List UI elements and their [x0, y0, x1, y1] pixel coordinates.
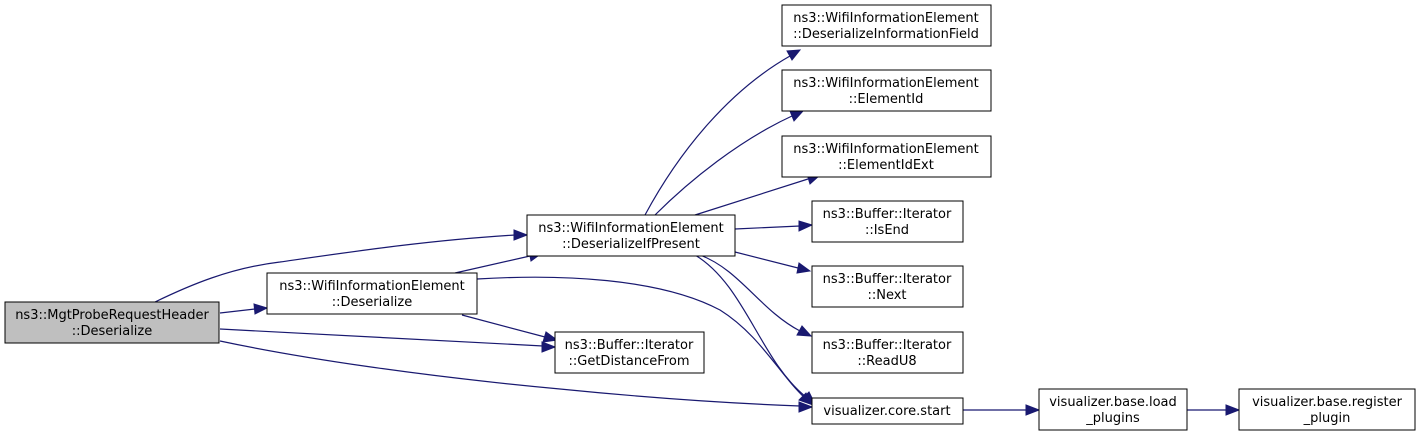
node-label-line1: ns3::WifiInformationElement	[793, 76, 979, 91]
node-label-line2: ::Deserialize	[72, 324, 153, 339]
node-visualizer-base-register-plugin[interactable]: visualizer.base.register _plugin	[1238, 388, 1416, 431]
node-label-line1: ns3::Buffer::Iterator	[823, 338, 952, 353]
node-label-line1: ns3::Buffer::Iterator	[823, 272, 952, 287]
edge-arrowhead	[786, 49, 802, 61]
edge-if-present-to-element-id-ext	[694, 178, 809, 216]
node-wifi-ie-element-id-ext[interactable]: ns3::WifiInformationElement ::ElementIdE…	[781, 135, 992, 178]
node-label-line1: ns3::WifiInformationElement	[279, 279, 465, 294]
edge-arrowhead	[796, 325, 813, 337]
node-wifi-ie-deserialize-if-present[interactable]: ns3::WifiInformationElement ::Deserializ…	[526, 214, 736, 257]
node-wifi-ie-deserialize[interactable]: ns3::WifiInformationElement ::Deserializ…	[266, 272, 478, 315]
nodes: ns3::MgtProbeRequestHeader ::Deserialize…	[4, 4, 1416, 431]
node-buffer-iterator-is-end[interactable]: ns3::Buffer::Iterator ::IsEnd	[811, 200, 964, 243]
node-label-line2: ::ReadU8	[857, 354, 916, 369]
edge-deserialize-to-visualizer-start	[476, 276, 806, 399]
edge-deserialize-to-deserialize-if-present	[454, 255, 531, 274]
edge-arrowhead	[513, 229, 529, 241]
node-label-line1: ns3::WifiInformationElement	[793, 11, 979, 26]
node-label-line2: ::DeserializeInformationField	[793, 27, 979, 42]
edge-deserialize-to-get-distance	[461, 314, 546, 338]
edge-arrowhead	[798, 401, 814, 413]
edge-if-present-to-read-u8	[699, 254, 801, 332]
node-buffer-iterator-next[interactable]: ns3::Buffer::Iterator ::Next	[811, 265, 964, 308]
edge-arrowhead	[542, 331, 559, 343]
node-label-line1: visualizer.base.register	[1252, 395, 1403, 410]
node-label-line2: _plugin	[1303, 411, 1351, 426]
edge-arrowhead	[1025, 404, 1041, 416]
edge-root-to-deserialize	[219, 308, 256, 314]
node-label-line1: ns3::MgtProbeRequestHeader	[15, 308, 209, 323]
node-label-line2: ::ElementId	[849, 92, 924, 107]
node-wifi-ie-deserialize-information-field[interactable]: ns3::WifiInformationElement ::Deserializ…	[781, 4, 992, 47]
node-label-line1: visualizer.base.load	[1049, 395, 1177, 410]
edge-arrowhead	[1225, 404, 1241, 416]
node-label-line1: ns3::Buffer::Iterator	[823, 207, 952, 222]
edge-arrowhead	[796, 262, 812, 274]
node-visualizer-core-start[interactable]: visualizer.core.start	[811, 397, 964, 425]
edge-arrowhead	[789, 110, 805, 122]
node-label-line2: ::Deserialize	[332, 295, 413, 310]
edge-if-present-to-visualizer-start	[694, 254, 807, 398]
node-label-line1: ns3::Buffer::Iterator	[565, 338, 694, 353]
node-label-line1: ns3::WifiInformationElement	[538, 221, 724, 236]
node-label-line2: ::DeserializeIfPresent	[562, 237, 700, 252]
node-label-line2: ::IsEnd	[865, 223, 909, 238]
node-label-line2: _plugins	[1085, 411, 1140, 426]
edge-arrowhead	[253, 303, 269, 315]
node-label-line2: ::Next	[867, 288, 906, 303]
node-buffer-iterator-read-u8[interactable]: ns3::Buffer::Iterator ::ReadU8	[811, 331, 964, 374]
edge-if-present-to-element-id	[654, 115, 793, 216]
node-buffer-iterator-get-distance-from[interactable]: ns3::Buffer::Iterator ::GetDistanceFrom	[554, 331, 705, 374]
edge-if-present-to-is-end	[734, 225, 801, 230]
node-mgt-probe-request-deserialize[interactable]: ns3::MgtProbeRequestHeader ::Deserialize	[4, 301, 220, 344]
node-visualizer-base-load-plugins[interactable]: visualizer.base.load _plugins	[1038, 388, 1188, 431]
node-wifi-ie-element-id[interactable]: ns3::WifiInformationElement ::ElementId	[781, 69, 992, 112]
node-label-line2: ::GetDistanceFrom	[569, 354, 690, 369]
node-label-line1: visualizer.core.start	[823, 404, 950, 419]
node-label-line2: ::ElementIdExt	[838, 158, 934, 173]
edge-root-to-visualizer-start	[219, 340, 801, 407]
edge-if-present-to-next	[734, 251, 799, 269]
edge-root-to-get-distance	[219, 328, 544, 347]
edge-arrowhead	[798, 220, 814, 232]
edge-if-present-to-deserialize-field	[644, 55, 791, 216]
edge-arrowhead	[541, 341, 557, 353]
node-label-line1: ns3::WifiInformationElement	[793, 142, 979, 157]
edge-root-to-deserialize-if-present	[154, 234, 516, 303]
